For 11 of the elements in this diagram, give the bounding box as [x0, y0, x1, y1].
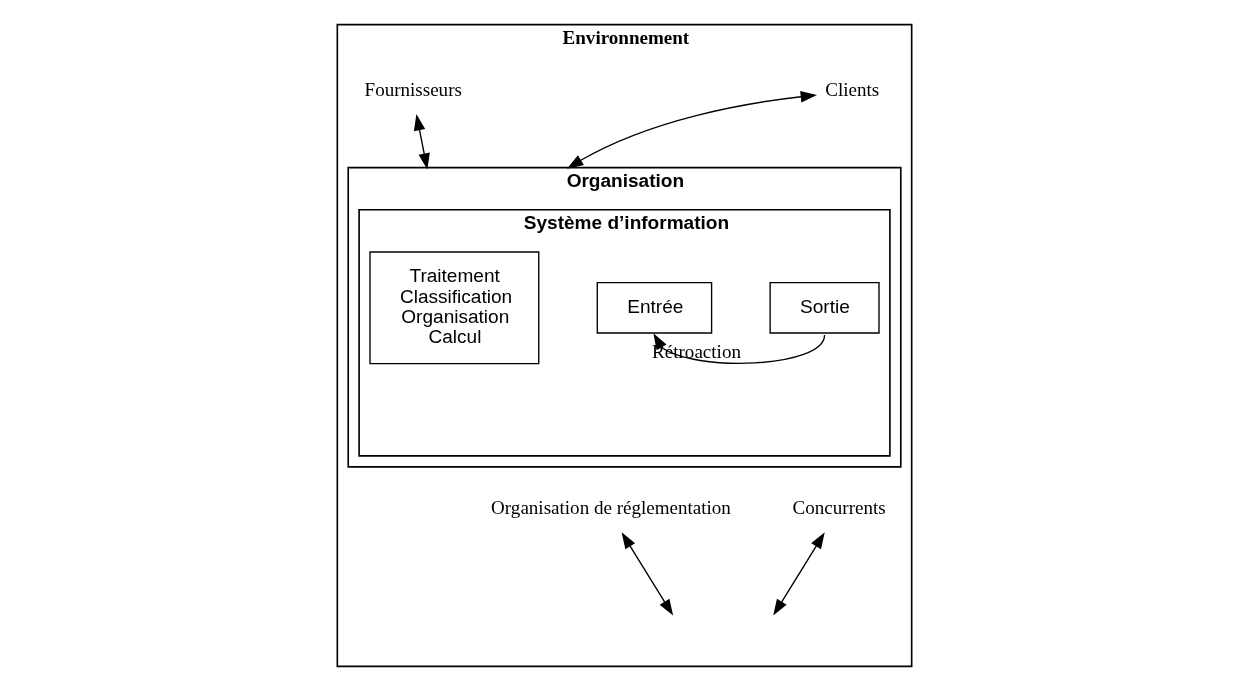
node-text: Concurrents [792, 497, 886, 519]
arrow [413, 114, 430, 170]
node-box: Entrée [596, 281, 712, 334]
node-text: Clients [824, 79, 879, 101]
node-box: Sortie [768, 281, 880, 334]
node-box: Traitement Classification Organisation Calcul [368, 251, 539, 365]
node-text: Organisation de réglementation [490, 497, 731, 519]
node-text: Fournisseurs [364, 79, 462, 101]
arrow [566, 91, 817, 169]
arrow [621, 532, 673, 616]
arrow [772, 532, 825, 616]
